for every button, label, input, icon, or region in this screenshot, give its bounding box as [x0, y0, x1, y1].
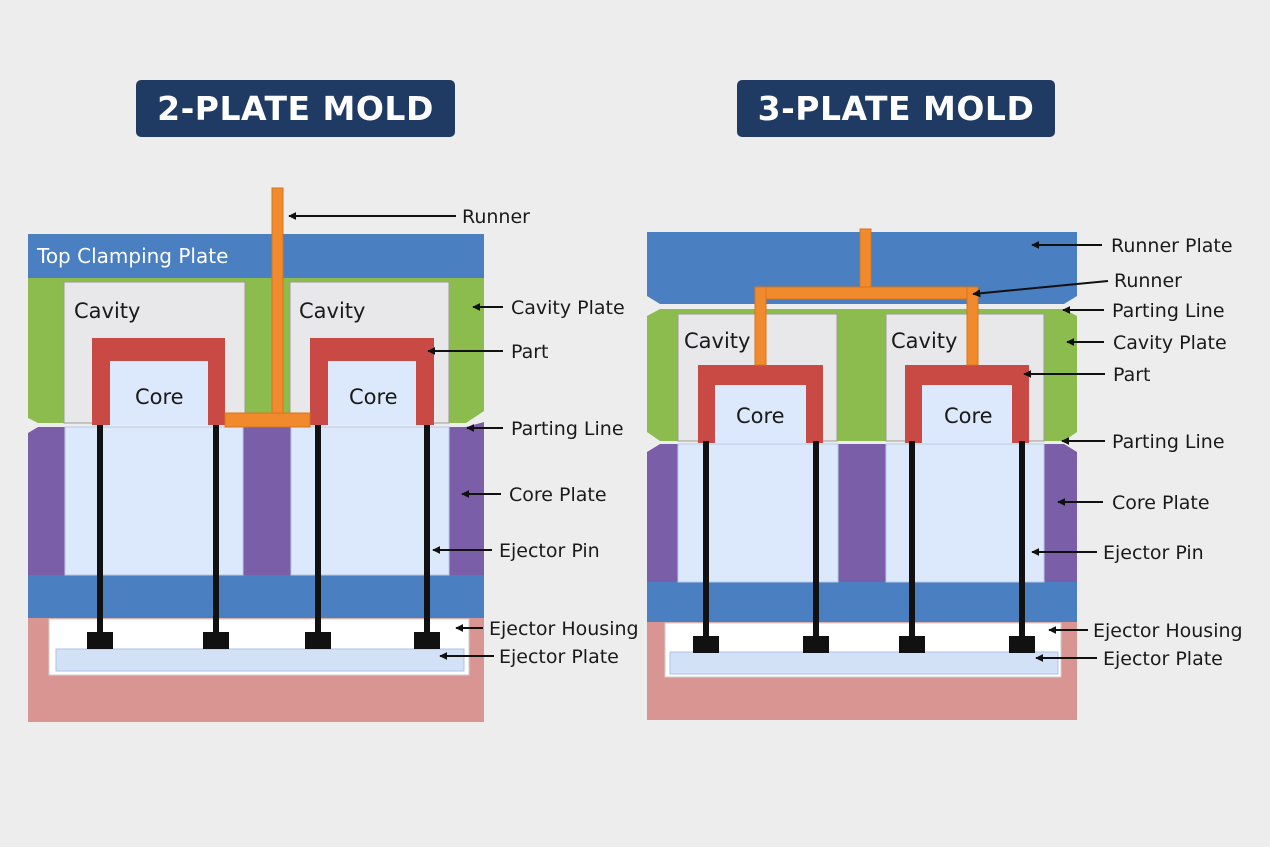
callout-parting-line-bottom: Parting Line	[1112, 431, 1225, 453]
core-label-1: Core	[135, 385, 184, 409]
callout-cavity-plate: Cavity Plate	[1113, 332, 1227, 354]
callout-core-plate: Core Plate	[509, 484, 607, 506]
runner-system	[754, 228, 979, 366]
callout-ejector-pin: Ejector Pin	[499, 540, 600, 562]
callout-parting-line-top: Parting Line	[1112, 300, 1225, 322]
ejector-pins	[87, 425, 440, 649]
core-1	[715, 385, 806, 443]
callout-ejector-pin: Ejector Pin	[1103, 542, 1204, 564]
callout-ejector-plate: Ejector Plate	[1103, 648, 1223, 670]
callout-ejector-housing: Ejector Housing	[1093, 620, 1243, 642]
cavity-label-1: Cavity	[684, 329, 750, 353]
callout-runner-plate: Runner Plate	[1111, 235, 1233, 257]
callout-part: Part	[511, 341, 549, 363]
ejector-plate	[55, 648, 465, 672]
callout-runner: Runner	[1114, 270, 1182, 292]
title-3-plate-mold: 3-PLATE MOLD	[737, 80, 1055, 137]
three-plate-mold: Cavity Cavity Core Core Runner Plate Run…	[647, 228, 1243, 720]
callout-parting-line: Parting Line	[511, 418, 624, 440]
part-2	[905, 365, 1029, 443]
top-clamping-plate	[28, 234, 484, 278]
callout-ejector-housing: Ejector Housing	[489, 618, 639, 640]
sprue	[271, 187, 284, 415]
cavity-label-1: Cavity	[74, 299, 140, 323]
core-label-2: Core	[944, 404, 993, 428]
part-1	[698, 365, 823, 443]
support-plate	[647, 582, 1077, 622]
callout-part: Part	[1113, 364, 1151, 386]
ejector-plate	[669, 651, 1059, 675]
ejector-pins	[693, 441, 1035, 653]
runner-left	[224, 412, 311, 428]
title-2-plate-mold: 2-PLATE MOLD	[136, 80, 455, 137]
callout-core-plate: Core Plate	[1112, 492, 1210, 514]
core-1	[110, 361, 208, 425]
right-callout-arrows	[972, 241, 1109, 662]
core-label-2: Core	[349, 385, 398, 409]
callout-runner: Runner	[462, 206, 530, 228]
core-label-1: Core	[736, 404, 785, 428]
part-1	[92, 338, 225, 425]
part-2	[310, 338, 434, 425]
cavity-label-2: Cavity	[891, 329, 957, 353]
left-callout-arrows	[288, 212, 503, 660]
callout-cavity-plate: Cavity Plate	[511, 297, 625, 319]
callout-ejector-plate: Ejector Plate	[499, 646, 619, 668]
core-2	[328, 361, 416, 425]
core-2	[922, 385, 1012, 443]
top-clamping-plate-label: Top Clamping Plate	[36, 244, 228, 268]
support-plate	[28, 575, 484, 618]
cavity-label-2: Cavity	[299, 299, 365, 323]
two-plate-mold: Top Clamping Plate Cavity Cavity Core Co…	[28, 187, 639, 722]
